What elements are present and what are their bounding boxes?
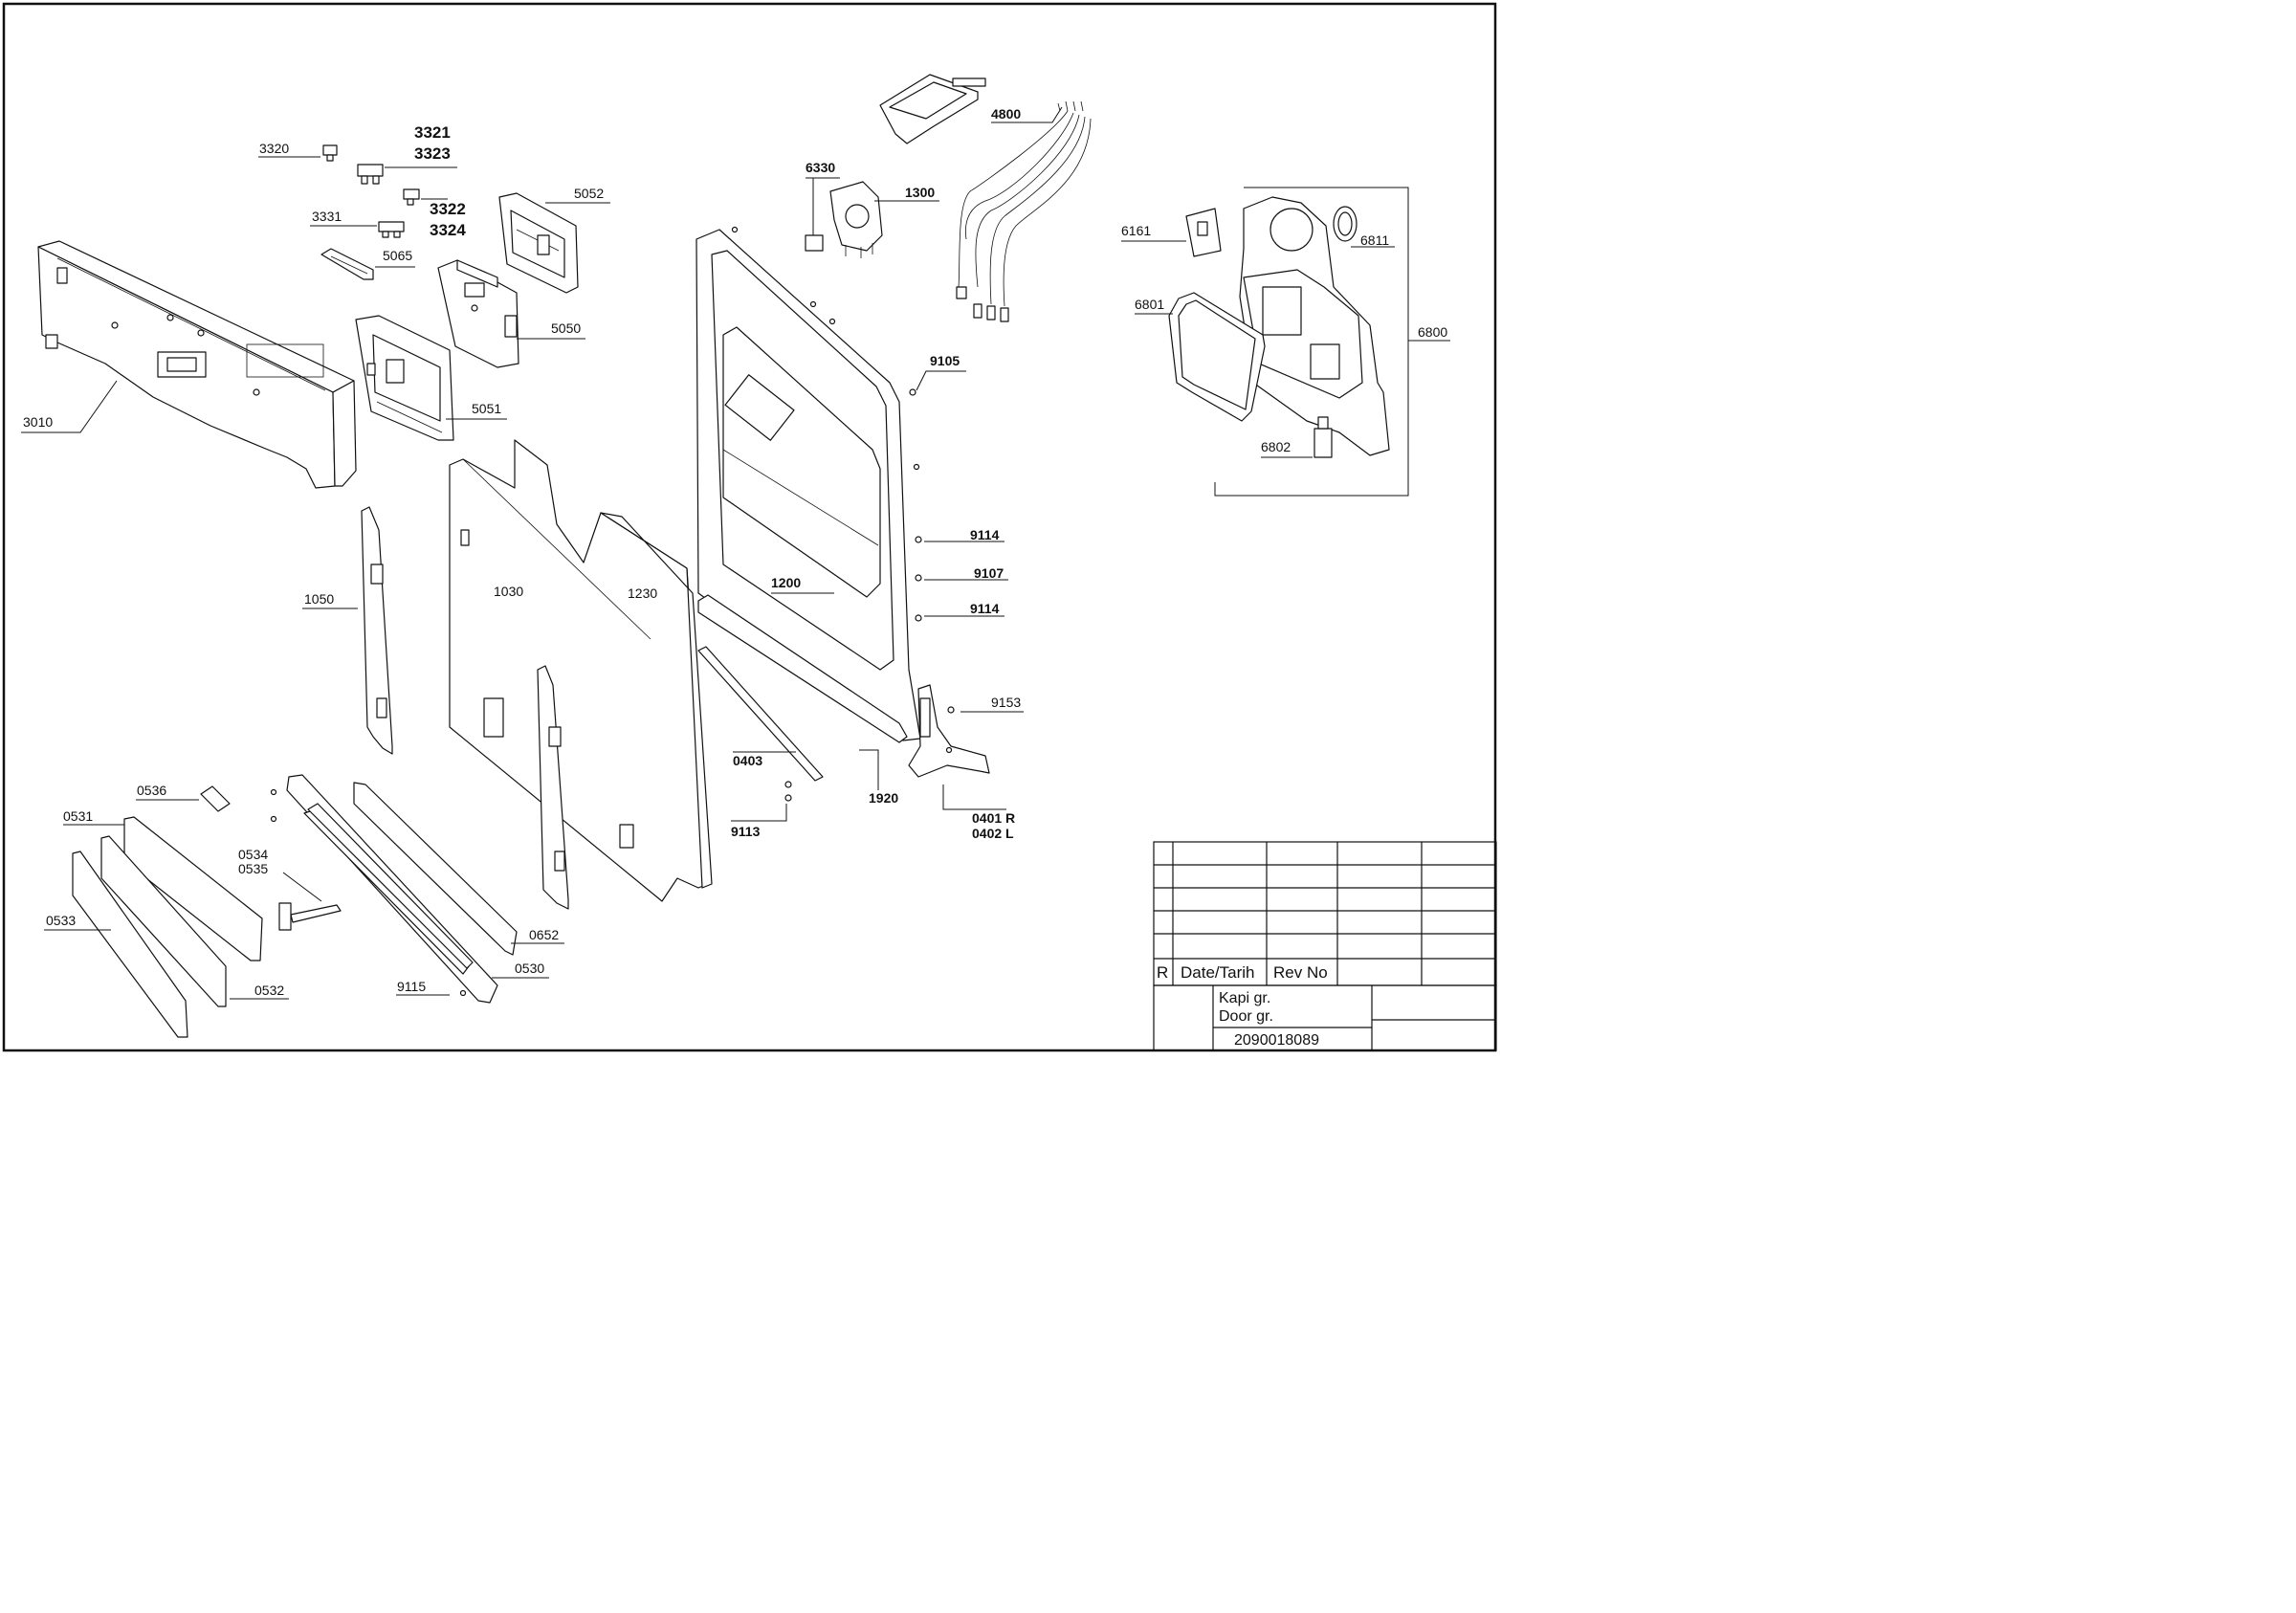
- callout-0532: 0532: [254, 983, 284, 998]
- title-block-drawing-number: 2090018089: [1234, 1032, 1319, 1049]
- callout-5052: 5052: [574, 186, 604, 201]
- callout-6811: 6811: [1360, 232, 1389, 248]
- callout-6800: 6800: [1418, 324, 1447, 340]
- callout-6802: 6802: [1261, 439, 1291, 454]
- part-6800-dispenser: [1239, 196, 1390, 456]
- exploded-view-diagram: 3320 3321 3323 3322 3324 3331 5052 5065 …: [2, 2, 1497, 1052]
- callout-9153: 9153: [991, 695, 1021, 710]
- part-3322-button-group: [403, 188, 420, 206]
- title-block-group-name-tr: Kapi gr.: [1219, 990, 1270, 1006]
- callout-1050: 1050: [304, 591, 334, 607]
- callout-6161: 6161: [1121, 223, 1151, 238]
- title-block-rev-marker: R: [1157, 963, 1168, 982]
- part-1050-hinge-rail-left: [361, 506, 393, 755]
- part-5065-bracket: [320, 248, 374, 280]
- callout-0536: 0536: [137, 783, 166, 798]
- callout-5051: 5051: [472, 401, 501, 416]
- callout-3010: 3010: [23, 414, 53, 430]
- part-3010-control-panel: [37, 240, 357, 489]
- callout-9105: 9105: [930, 353, 960, 368]
- part-6801-seal: [1168, 292, 1266, 422]
- part-5051-board-holder: [355, 315, 454, 441]
- callout-0652: 0652: [529, 927, 559, 942]
- callout-0531: 0531: [63, 808, 93, 824]
- part-5050-board: [437, 259, 519, 368]
- part-1200-inner-door: [695, 229, 921, 743]
- callout-1300: 1300: [905, 185, 935, 200]
- callout-3324: 3324: [430, 221, 466, 239]
- part-1300-door-lock: [829, 181, 883, 258]
- callout-0533: 0533: [46, 913, 76, 928]
- part-6802-actuator: [1314, 416, 1333, 458]
- sheet-border: [2, 2, 1497, 1052]
- callout-9107: 9107: [974, 565, 1004, 581]
- group-bracket-6800: [1214, 187, 1409, 497]
- part-5052-frame: [498, 192, 579, 294]
- part-6161-bracket: [1185, 208, 1222, 257]
- callout-6330: 6330: [806, 160, 835, 175]
- part-0534-clip: [278, 902, 342, 931]
- callout-1200: 1200: [771, 575, 801, 590]
- part-1230-panel-edge: [600, 512, 713, 889]
- part-0403-seal: [697, 646, 824, 782]
- part-3321-button-group: [357, 164, 384, 185]
- title-block-rev-header: Rev No: [1273, 963, 1328, 982]
- part-0532-plinth: [100, 835, 227, 1007]
- part-6330-clip: [805, 234, 824, 252]
- part-3320-button: [322, 144, 338, 162]
- callout-3320: 3320: [259, 141, 289, 156]
- callout-1230: 1230: [628, 586, 657, 601]
- part-4800-wiring-harness: [879, 74, 1092, 322]
- callout-3323: 3323: [414, 144, 451, 163]
- callout-1030: 1030: [494, 584, 523, 599]
- callout-9114-upper: 9114: [970, 527, 1000, 542]
- part-1030-outer-panel: [449, 439, 709, 902]
- part-0536-clip: [200, 785, 231, 812]
- screws: [270, 226, 955, 997]
- callout-9115: 9115: [397, 979, 426, 994]
- callout-0403: 0403: [733, 753, 762, 768]
- drawing-sheet: 3320 3321 3323 3322 3324 3331 5052 5065 …: [0, 0, 1499, 1054]
- callout-0534: 0534: [238, 847, 268, 862]
- callout-3321: 3321: [414, 123, 451, 142]
- part-3331-button-group: [378, 221, 405, 238]
- callout-5065: 5065: [383, 248, 412, 263]
- callout-0401: 0401 R: [972, 810, 1015, 826]
- title-block-group-name-en: Door gr.: [1219, 1008, 1273, 1025]
- title-block-date-header: Date/Tarih: [1181, 963, 1254, 982]
- callout-0530: 0530: [515, 961, 544, 976]
- callout-4800: 4800: [991, 106, 1021, 122]
- part-0530-kick-frame: [286, 774, 498, 1004]
- callout-3322: 3322: [430, 200, 466, 218]
- callout-6801: 6801: [1135, 297, 1164, 312]
- part-0533-plinth: [72, 851, 188, 1038]
- callout-5050: 5050: [551, 320, 581, 336]
- callout-0402: 0402 L: [972, 826, 1014, 841]
- part-0401-hinge-bracket: [908, 684, 990, 778]
- callout-9114-lower: 9114: [970, 601, 1000, 616]
- callout-9113: 9113: [731, 824, 761, 839]
- callout-1920: 1920: [869, 790, 898, 806]
- part-0652-insulation: [353, 782, 518, 956]
- callout-3331: 3331: [312, 209, 342, 224]
- title-block: [1153, 841, 1497, 1051]
- leader-lines: [21, 106, 1450, 1000]
- callout-0535: 0535: [238, 861, 268, 876]
- part-1050-hinge-rail-right: [537, 665, 569, 910]
